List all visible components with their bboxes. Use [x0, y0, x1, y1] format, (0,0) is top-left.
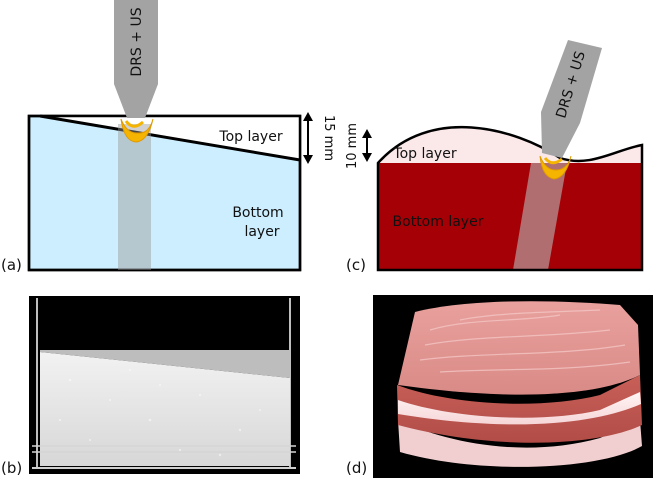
dimension-label-c: 10 mm: [345, 123, 360, 169]
probe-a: [114, 0, 158, 118]
probe-c: [541, 40, 602, 158]
panel-c: DRS + US Top layer Bottom layer 10 mm (c…: [345, 40, 644, 274]
bottom-layer-c: [378, 163, 642, 270]
phantom-outline-a: [27, 114, 302, 272]
tissue-front: [397, 375, 642, 443]
probe-label-a: DRS + US: [129, 7, 145, 76]
transducer-icon-a: [120, 118, 154, 143]
tissue-fat-bottom: [398, 420, 642, 467]
bottom-layer-label-c: Bottom layer: [393, 214, 484, 230]
panel-a: DRS + US Top layer Bottom layer 15 mm (a…: [1, 0, 336, 274]
dimension-arrow-c: [362, 129, 372, 162]
panel-tag-b: (b): [1, 459, 22, 477]
panel-d: (d): [346, 295, 653, 478]
top-layer-a: [29, 116, 300, 160]
bottom-layer-label-a-1: Bottom: [232, 205, 283, 221]
panel-tag-d: (d): [346, 459, 367, 477]
ct-bottom-layer: [40, 352, 290, 466]
probe-beam-c: [513, 163, 567, 270]
dimension-label-a: 15 mm: [321, 115, 336, 161]
bottom-layer-label-a-2: layer: [244, 224, 279, 240]
dimension-arrow-a: [303, 112, 313, 164]
panel-b: (b): [1, 296, 300, 477]
layer-boundary-a: [39, 114, 301, 162]
panel-tag-a: (a): [1, 256, 22, 274]
ct-top-layer: [40, 350, 290, 378]
top-layer-label-a: Top layer: [218, 129, 282, 145]
tissue-fat-stripe: [398, 392, 641, 425]
top-layer-label-c: Top layer: [392, 146, 456, 162]
transducer-icon-c: [539, 155, 572, 180]
probe-beam-a: [118, 124, 151, 270]
panel-tag-c: (c): [346, 256, 366, 274]
